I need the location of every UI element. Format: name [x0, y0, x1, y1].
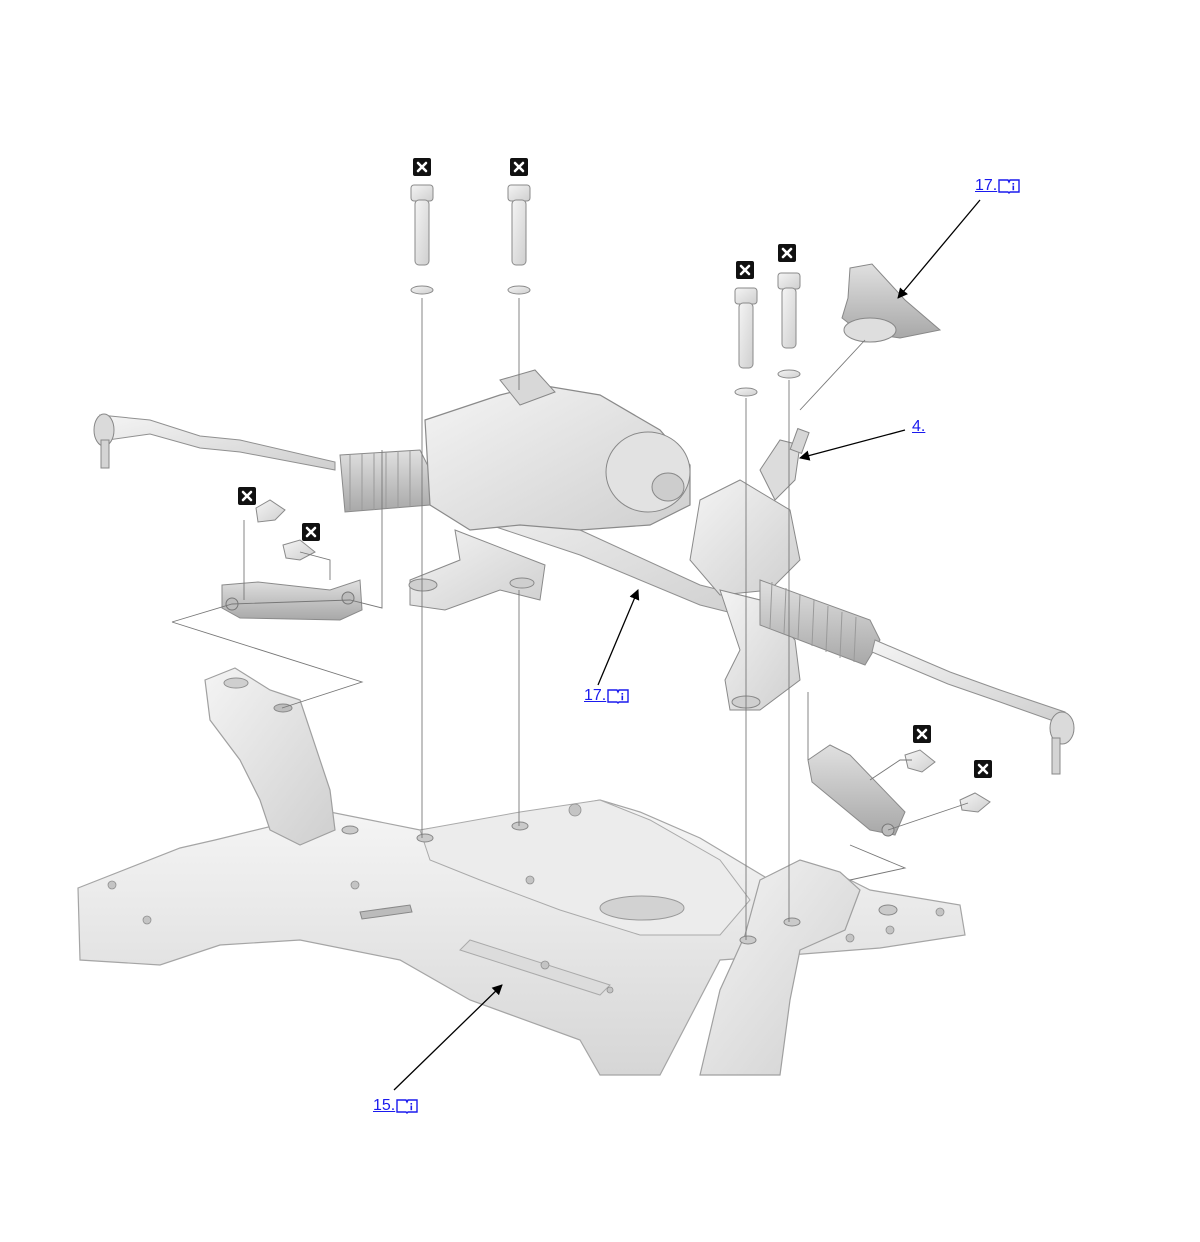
- callout-gear-cover[interactable]: 17.: [975, 177, 1020, 195]
- replace-x-icon: [413, 158, 431, 176]
- book-info-icon: [998, 179, 1020, 194]
- callout-input-shaft[interactable]: 4.: [912, 418, 925, 436]
- rack-heat-shields: [221, 579, 906, 837]
- subframe: [77, 667, 966, 1076]
- replace-x-icon: [974, 760, 992, 778]
- replace-x-icon: [238, 487, 256, 505]
- callout-steering-gear[interactable]: 17.: [584, 687, 629, 705]
- replace-x-icon: [913, 725, 931, 743]
- replace-x-icon: [302, 523, 320, 541]
- replace-x-icon: [778, 244, 796, 262]
- mounting-bolts: [255, 184, 991, 813]
- book-info-icon: [396, 1099, 418, 1114]
- replace-x-icon: [736, 261, 754, 279]
- callout-label: 15.: [373, 1097, 396, 1114]
- callout-subframe[interactable]: 15.: [373, 1097, 418, 1115]
- alignment-lines: [171, 298, 969, 940]
- callout-label: 4.: [912, 418, 926, 435]
- callout-label: 17.: [975, 177, 998, 194]
- steering-gear-cover: [841, 263, 942, 343]
- callout-label: 17.: [584, 687, 607, 704]
- steering-rack: [93, 369, 1075, 775]
- leader-arrows: [393, 199, 981, 1091]
- replace-x-icon: [510, 158, 528, 176]
- book-info-icon: [607, 689, 629, 704]
